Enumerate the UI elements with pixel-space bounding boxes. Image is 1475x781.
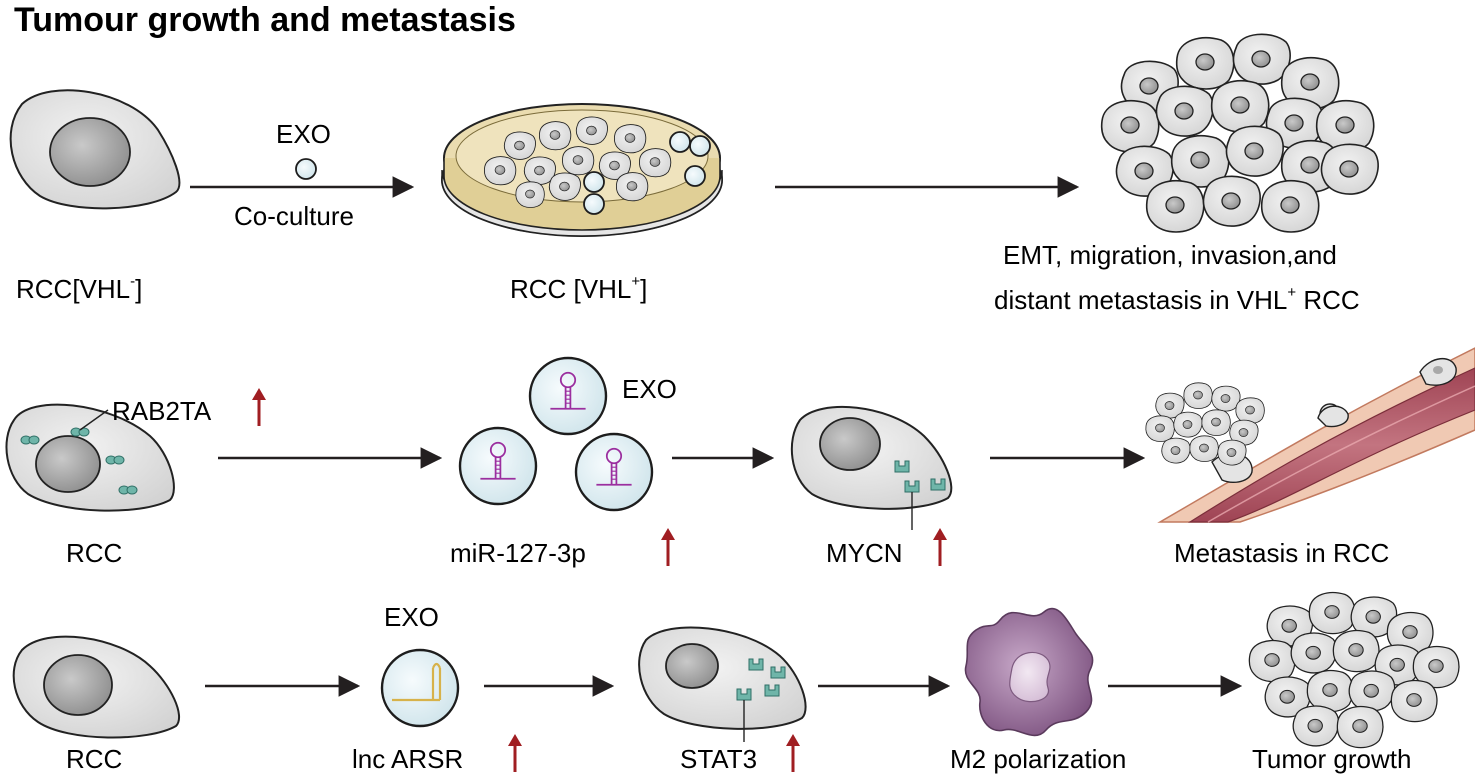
row1-donor-label: RCC[VHL-] [16,273,142,304]
nucleus-icon [819,417,881,471]
tumor-cluster-icon [1100,33,1379,233]
m2-label: M2 polarization [950,744,1126,774]
exosome-icon [380,648,460,728]
row3-cell [12,635,181,739]
stat3-label: STAT3 [680,744,757,774]
row3-outcome-label: Tumor growth [1252,744,1411,774]
up-arrow-icon [506,732,524,774]
exosome-icon [458,356,654,512]
tumor-cluster-icon [1145,382,1265,466]
culture-dish-icon [441,103,723,237]
blood-vessel-icon [1157,347,1475,523]
up-arrow-icon [931,526,949,568]
row3-exo-label: EXO [384,602,439,632]
row2-cell [5,403,175,512]
row3-target-cell [638,626,807,742]
nucleus-icon [665,643,719,689]
figure-title: Tumour growth and metastasis [14,1,516,39]
row1-coculture-label: Co-culture [234,201,354,231]
row2-exo-label: EXO [622,374,677,404]
up-arrow-icon [659,526,677,568]
row1-recipient-label: RCC [VHL+] [510,273,647,304]
lnc-arsr-label: lnc ARSR [352,744,463,774]
row2-outcome-label: Metastasis in RCC [1174,538,1389,568]
row3-cell-label: RCC [66,744,122,774]
nucleus-icon [49,117,131,187]
row1-outcome-line2: distant metastasis in VHL+ RCC [994,284,1360,315]
mycn-label: MYCN [826,538,903,568]
rab2ta-label: RAB2TA [112,396,212,426]
up-arrow-icon [784,732,802,774]
mirna-label: miR-127-3p [450,538,586,568]
tumor-cluster-icon [1248,591,1460,749]
nucleus-icon [43,654,113,716]
macrophage-icon [964,607,1094,737]
row2-cell-label: RCC [66,538,122,568]
row1-donor-cell [9,89,181,210]
exosome-icon [295,158,317,180]
nucleus-icon [35,435,101,493]
row2-target-cell [790,405,953,530]
row1-exo-label: EXO [276,119,331,149]
row1-outcome-line1: EMT, migration, invasion,and [1003,240,1337,270]
up-arrow-icon [250,386,268,428]
